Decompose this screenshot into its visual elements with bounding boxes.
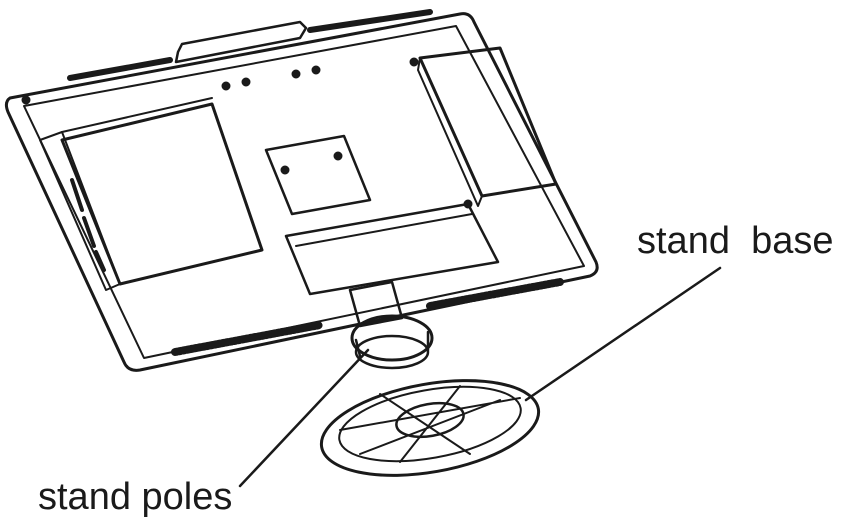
left-module (39, 97, 264, 291)
right-module (417, 46, 558, 207)
leader-line-poles (238, 348, 370, 488)
leader-line-base (524, 266, 722, 402)
stand-base (319, 379, 541, 477)
stand-base-label: stand base (637, 220, 834, 262)
stand-poles-label: stand poles (38, 476, 233, 518)
stand-pole (348, 280, 434, 370)
vesa-mount-plate (21, 57, 473, 216)
lower-recess (284, 202, 500, 296)
tv-back-panel (4, 9, 599, 372)
